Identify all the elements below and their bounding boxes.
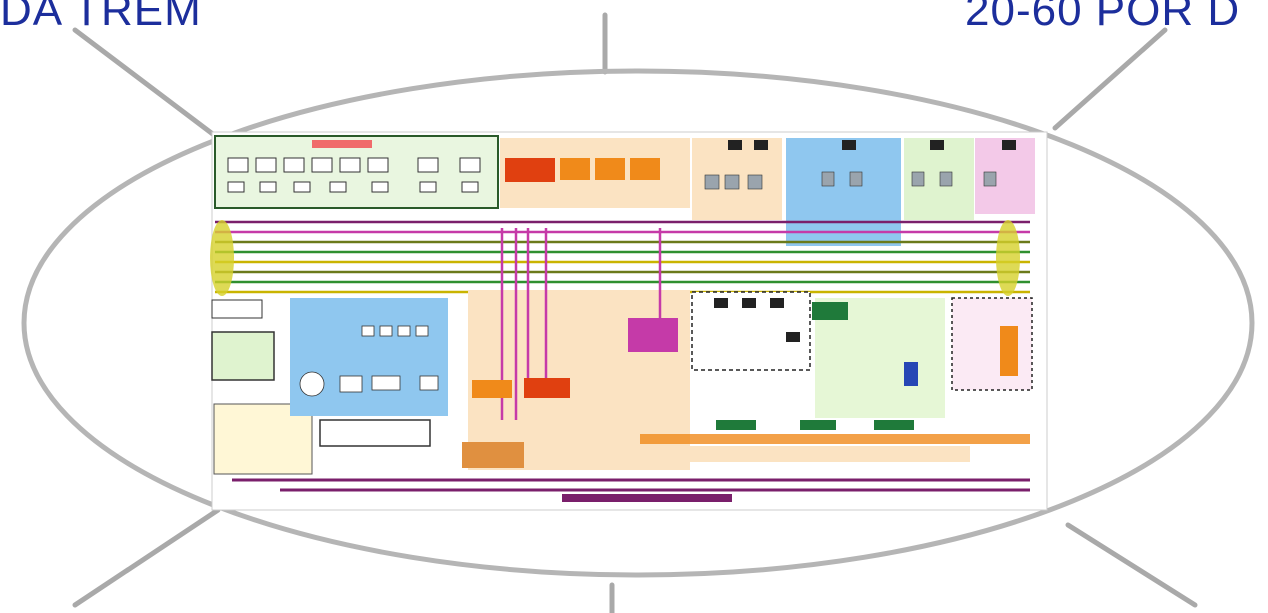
block-orange-lower-2 (462, 442, 524, 468)
block-orange-1 (560, 158, 590, 180)
computer-icons-top-right (728, 140, 1016, 150)
block-magenta-radio (628, 318, 678, 352)
panel-multimedia (290, 298, 448, 416)
spoke-top-left (72, 27, 221, 141)
panel-top-right-blue (786, 138, 901, 246)
multimedia-devices (299, 325, 439, 397)
bus-end-left (210, 220, 234, 296)
keyboard-rack (319, 419, 431, 447)
outer-ring (21, 68, 1255, 578)
block-darkgreen-switch (812, 302, 848, 320)
block-orange-3 (630, 158, 660, 180)
spoke-top-right (1052, 27, 1168, 131)
computer-icons-center (714, 298, 800, 342)
panel-right-dotted (951, 297, 1033, 391)
block-orange-2 (595, 158, 625, 180)
panel-top-left-strip (312, 140, 372, 148)
block-red-lower (524, 378, 570, 398)
spoke-bottom-left (72, 507, 221, 608)
spokes (72, 12, 1198, 613)
operator-figure (904, 362, 918, 386)
block-orange-cabinet (1000, 326, 1018, 376)
bottom-bus (232, 434, 1030, 502)
vertical-risers (500, 228, 662, 420)
devices-top-left (227, 157, 481, 193)
bus-end-right (996, 220, 1020, 296)
servers-top-right (704, 171, 997, 190)
block-red-controller (505, 158, 555, 182)
label-top-left: DA TREM (0, 0, 202, 35)
block-orange-lower-1 (472, 380, 512, 398)
green-nodes-bottom (716, 420, 914, 430)
panel-left-small (211, 299, 263, 319)
panel-left-green (211, 331, 275, 381)
label-top-right: 20-60 POR D (965, 0, 1241, 35)
spoke-bottom-right (1065, 522, 1198, 608)
